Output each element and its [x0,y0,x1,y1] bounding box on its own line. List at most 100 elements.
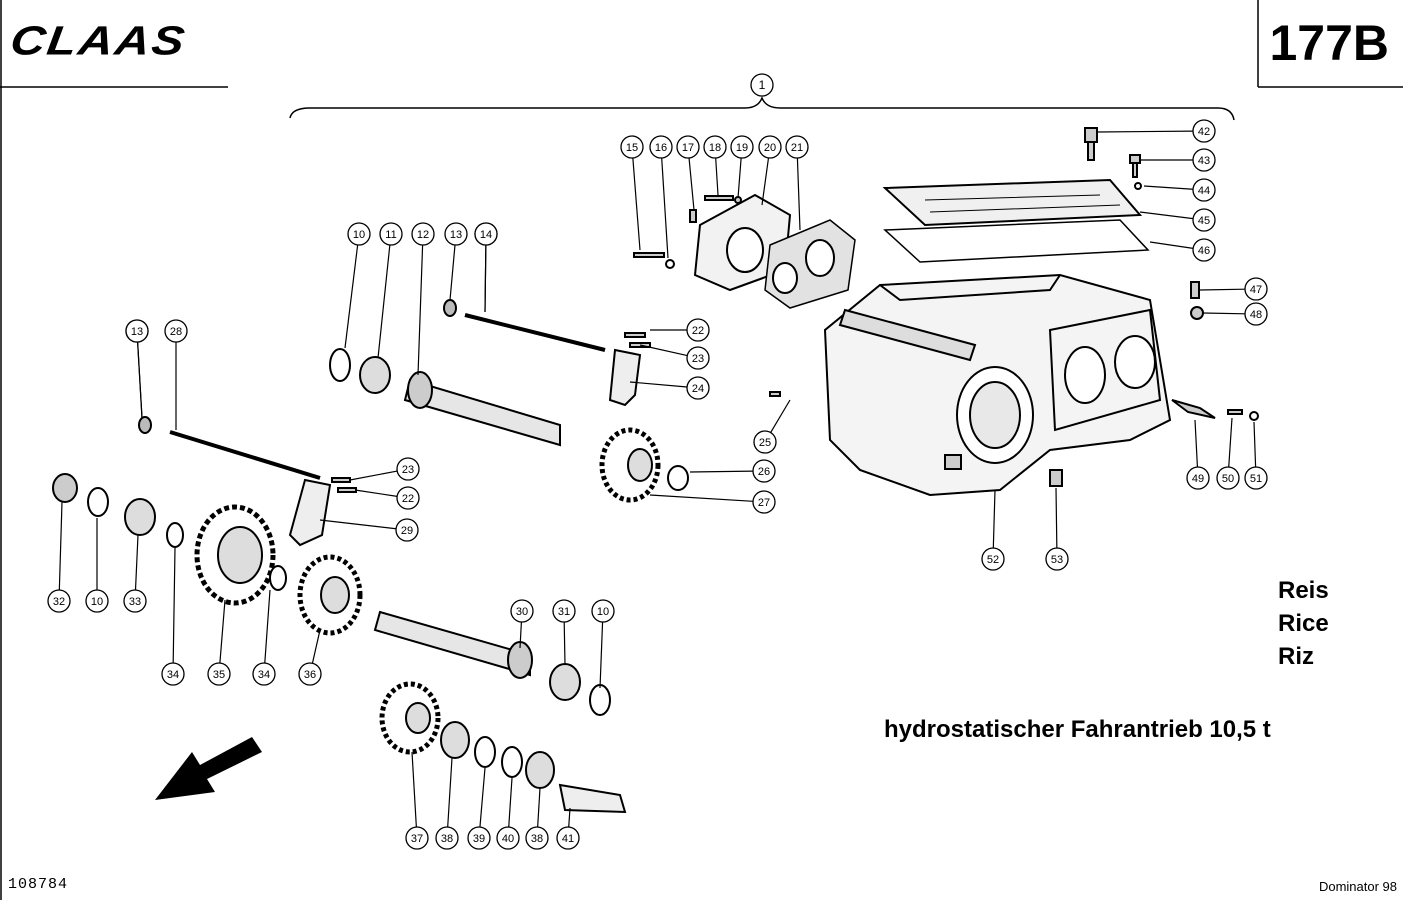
gear-37 [379,681,441,755]
leader-line-38 [447,757,453,828]
callout-label-41: 41 [562,833,574,845]
callout-circle-50 [1216,466,1240,490]
callout-circle-42 [1192,119,1216,143]
callout-circle-23 [396,457,420,481]
crop-name-de: Reis [1278,577,1329,604]
gearbox-housing [823,273,1172,497]
callout-circle-13 [444,222,468,246]
pin-41 [558,783,627,814]
callout-label-40: 40 [502,833,514,845]
callout-label-42: 42 [1198,126,1210,138]
callout-label-1: 1 [759,78,766,92]
callout-label-24: 24 [692,383,704,395]
callout-label-19: 19 [736,142,748,154]
callout-circle-34 [161,662,185,686]
callout-circle-40 [496,826,520,850]
leader-line-36 [311,629,321,664]
leader-line-14 [484,244,487,313]
leader-line-17 [688,157,695,211]
callout-label-10: 10 [353,229,365,241]
callout-label-34: 34 [167,669,179,681]
callout-label-36: 36 [304,669,316,681]
callout-circle-18 [703,135,727,159]
leader-line-42 [1097,130,1194,133]
callout-circle-19 [730,135,754,159]
callout-circle-45 [1192,208,1216,232]
callout-circle-41 [556,826,580,850]
callout-circle-12 [411,222,435,246]
leader-line-30 [519,621,523,649]
leader-line-22 [354,489,398,497]
callout-label-25: 25 [759,437,771,449]
leader-line-13 [137,341,143,419]
callout-circle-20 [758,135,782,159]
callout-circle-30 [510,599,534,623]
callout-circle-38 [435,826,459,850]
callout-circle-10 [85,589,109,613]
callout-label-16: 16 [655,142,667,154]
leader-line-48 [1202,312,1246,315]
callout-label-28: 28 [170,326,182,338]
leader-line-10 [344,244,359,349]
callout-label-23: 23 [402,464,414,476]
bearing-38-a [440,721,470,759]
leader-line-33 [134,534,139,591]
input-shaft-12 [403,371,561,447]
circlip-34-a [166,522,184,548]
callout-label-29: 29 [401,525,413,537]
callout-circle-44 [1192,178,1216,202]
callout-label-38: 38 [531,833,543,845]
leader-line-18 [715,157,719,196]
callout-circle-32 [47,589,71,613]
leader-line-34 [264,589,271,664]
callout-circle-13 [125,319,149,343]
ring-10-c [589,684,611,716]
ring-10-b [87,487,109,517]
callout-label-37: 37 [411,833,423,845]
leader-line-16 [661,157,669,259]
callout-label-47: 47 [1250,284,1262,296]
circlip-34-b [269,565,287,591]
ring-10-a [329,348,351,382]
leader-line-35 [219,599,226,664]
callout-circle-17 [676,135,700,159]
gear-27 [599,427,661,503]
callout-circle-31 [552,599,576,623]
leader-line-13 [449,244,456,301]
callout-circle-34 [252,662,276,686]
leader-line-34 [172,547,176,664]
gear-35 [194,504,276,606]
callout-circle-43 [1192,148,1216,172]
bearing-38-b [525,751,555,789]
callout-circle-1 [750,73,774,97]
leader-line-24 [629,381,688,388]
callout-label-46: 46 [1198,245,1210,257]
callout-label-50: 50 [1222,473,1234,485]
leader-line-47 [1199,288,1246,291]
callout-circle-52 [981,547,1005,571]
leader-line-25 [770,399,791,433]
callout-label-11: 11 [385,229,396,241]
callout-circle-15 [620,135,644,159]
callout-label-32: 32 [53,596,65,608]
callout-circle-11 [379,222,403,246]
leader-line-11 [377,244,391,359]
side-cover [693,193,856,309]
callout-label-13: 13 [131,326,143,338]
gear-36 [297,554,363,636]
selector-rod-14 [464,313,606,352]
callout-label-34: 34 [258,669,270,681]
callout-circle-16 [649,135,673,159]
callout-label-23: 23 [692,353,704,365]
callout-bubbles: 1101112131415161718192021101013131422232… [47,73,1268,850]
top-cover-plate [882,178,1150,263]
callout-label-44: 44 [1198,185,1210,197]
callout-circle-27 [752,490,776,514]
callout-circle-51 [1244,466,1268,490]
selector-rod-28 [169,430,321,480]
callout-circle-48 [1244,302,1268,326]
bearing-31 [549,663,581,701]
callout-label-12: 12 [417,229,429,241]
assembly-brace [289,95,1235,121]
leader-line-46 [1149,241,1194,249]
